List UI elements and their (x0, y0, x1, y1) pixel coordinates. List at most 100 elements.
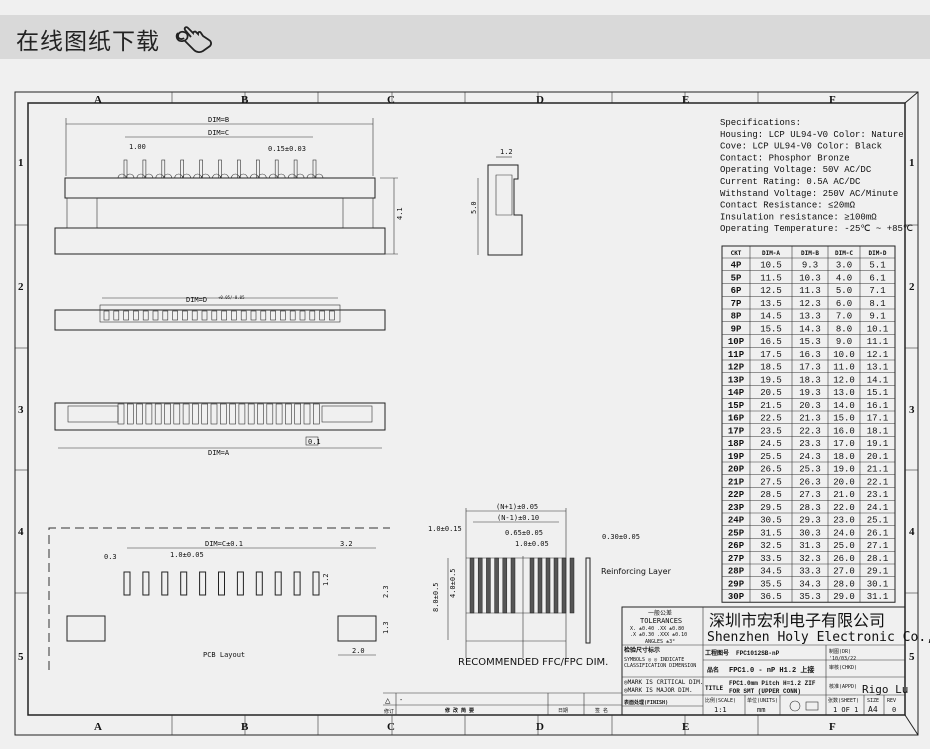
svg-text:审核(CHKD): 审核(CHKD) (829, 664, 857, 671)
projection-symbol-icon (789, 700, 819, 712)
table-cell: 30.1 (867, 579, 889, 589)
table-cell: 31.1 (867, 592, 889, 602)
svg-text:DIM=D: DIM=D (186, 296, 207, 304)
svg-text:1.00: 1.00 (129, 143, 146, 151)
table-cell: 14.1 (867, 375, 889, 385)
zone-row-label: 5 (18, 651, 24, 663)
zone-column-label: D (536, 94, 544, 106)
zone-row-label: 5 (909, 651, 915, 663)
contact-slot (173, 403, 181, 425)
contact-slot (103, 310, 110, 321)
table-cell: 16.3 (799, 350, 821, 360)
svg-text:1 OF 1: 1 OF 1 (833, 706, 858, 714)
table-cell: 25.0 (833, 541, 855, 551)
table-cell: 25.3 (799, 465, 821, 475)
table-cell: 3.0 (836, 261, 852, 271)
pcb-pad (218, 571, 225, 596)
contact-slot (133, 310, 139, 321)
table-cell: 10.0 (833, 350, 855, 360)
table-cell: 9P (731, 324, 742, 334)
pcb-pad (293, 571, 301, 596)
table-cell: 28.1 (867, 554, 889, 564)
contact-pin (180, 159, 184, 179)
table-cell: 10P (728, 337, 745, 347)
table-cell: 12.0 (833, 375, 855, 385)
zone-row-label: 2 (18, 281, 24, 293)
svg-text:1.2: 1.2 (322, 573, 330, 586)
zone-column-label: F (829, 94, 836, 106)
table-cell: 21.1 (867, 465, 889, 475)
contact-slot (136, 403, 143, 425)
table-cell: 23.1 (867, 490, 889, 500)
svg-text:制图(DR): 制图(DR) (829, 648, 851, 655)
table-cell: 21.3 (799, 414, 821, 424)
table-cell: 26.3 (799, 477, 821, 487)
table-cell: 13P (728, 375, 745, 385)
pcb-layout-view: DIM=C±0.1 3.2 0.3 1.0±0.05 1.2 2.3 1.3 2… (48, 527, 390, 670)
svg-text:ANGLES ±3°: ANGLES ±3° (645, 639, 675, 645)
svg-text:修 改 简 要: 修 改 简 要 (444, 707, 474, 714)
svg-text:5.0: 5.0 (470, 201, 478, 214)
table-cell: 15.3 (799, 337, 821, 347)
zone-row-label: 1 (18, 157, 24, 169)
table-cell: 28.3 (799, 503, 821, 513)
table-cell: 25P (728, 528, 745, 538)
contact-slot (145, 403, 153, 425)
table-cell: 19.1 (867, 439, 889, 449)
table-cell: 15.1 (867, 388, 889, 398)
svg-text:1.2: 1.2 (500, 148, 513, 156)
table-cell: 32.3 (799, 554, 821, 564)
ffc-conductor (502, 557, 508, 614)
table-cell: 29.3 (799, 516, 821, 526)
svg-text:工程图号: 工程图号 (705, 649, 729, 657)
table-cell: 19P (728, 452, 745, 462)
table-cell: 10.3 (799, 273, 821, 283)
svg-text:'10/03/22: '10/03/22 (829, 656, 856, 662)
table-cell: 27.5 (760, 477, 782, 487)
table-cell: 14P (728, 388, 745, 398)
table-cell: 28.0 (833, 579, 855, 589)
table-cell: 33.5 (760, 554, 782, 564)
table-cell: 29.0 (833, 592, 855, 602)
table-cell: 15.0 (833, 414, 855, 424)
svg-text:日期: 日期 (558, 708, 568, 714)
table-cell: 25.5 (760, 452, 782, 462)
table-cell: 33.3 (799, 567, 821, 577)
table-cell: 14.5 (760, 312, 782, 322)
spec-line: Contact: Phosphor Bronze (720, 153, 850, 163)
contact-slot (294, 403, 302, 425)
spec-line: Contact Resistance: ≤20mΩ (720, 201, 856, 211)
contact-slot (250, 310, 257, 321)
table-cell: 13.0 (833, 388, 855, 398)
table-border (721, 245, 896, 603)
svg-text:(N-1)±0.10: (N-1)±0.10 (497, 514, 539, 522)
table-cell: 15.5 (760, 324, 782, 334)
svg-text:SYMBOLS ◎ ◎ INDICATE: SYMBOLS ◎ ◎ INDICATE (624, 657, 684, 663)
svg-text:0.3: 0.3 (104, 553, 117, 561)
outer-border (14, 91, 919, 736)
contact-slot (240, 310, 247, 321)
contact-slot (238, 403, 246, 425)
svg-text:(N+1)±0.05: (N+1)±0.05 (496, 503, 538, 511)
table-cell: 9.1 (869, 312, 885, 322)
contact-slot (152, 310, 159, 321)
svg-text:2.0: 2.0 (352, 647, 365, 655)
contact-slot (229, 403, 236, 425)
ffc-conductor (469, 557, 475, 614)
table-cell: 6.0 (836, 299, 852, 309)
svg-text:0: 0 (892, 706, 896, 714)
hand-pointer-icon[interactable] (172, 23, 220, 55)
contact-slot (142, 310, 149, 321)
table-cell: 26.1 (867, 528, 889, 538)
table-cell: 29.1 (867, 567, 889, 577)
contact-pin (312, 159, 317, 179)
svg-text:.X ±0.30 .XXX ±0.10: .X ±0.30 .XXX ±0.10 (630, 632, 687, 638)
svg-text:品名: 品名 (707, 666, 719, 674)
svg-text:-: - (399, 696, 403, 704)
